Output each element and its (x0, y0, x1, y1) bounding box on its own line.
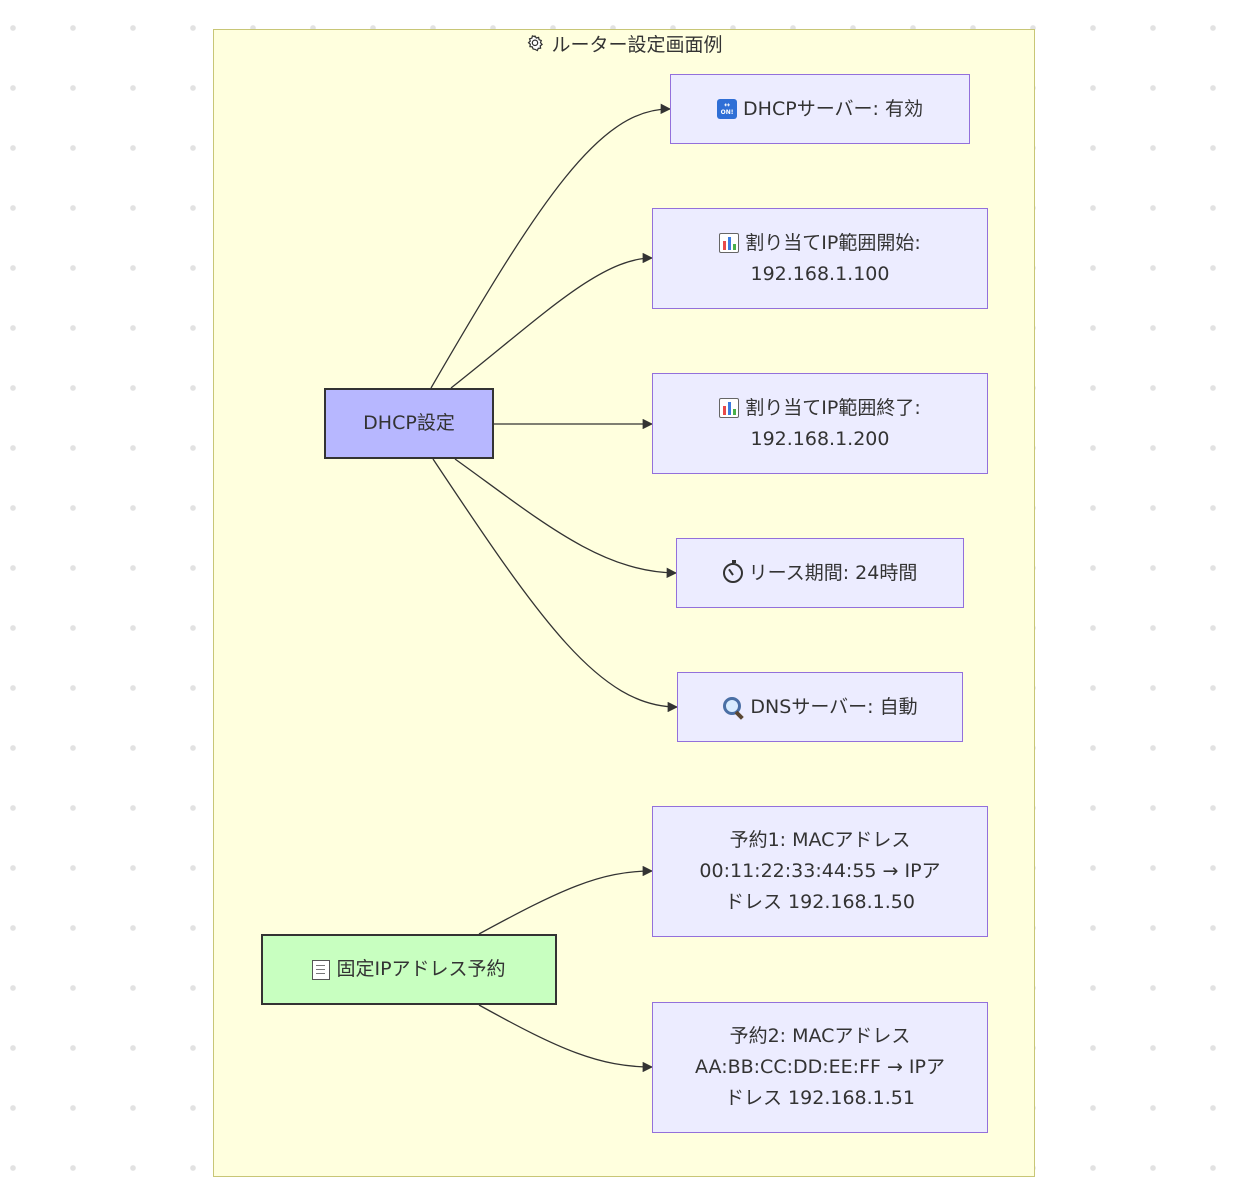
node-range-end-line2: 192.168.1.200 (750, 427, 890, 450)
memo-icon (312, 959, 331, 980)
node-range-start-line2: 192.168.1.100 (750, 262, 890, 285)
node-dhcp-server-label: DHCPサーバー: 有効 (743, 97, 923, 120)
node-dns-server-label: DNSサーバー: 自動 (750, 695, 918, 718)
stopwatch-icon (722, 560, 743, 583)
node-reservation-2-line1: 予約2: MACアドレス (729, 1025, 911, 1047)
node-dns-server[interactable]: DNSサーバー: 自動 (677, 672, 963, 742)
node-dhcp-server[interactable]: ↔ON!DHCPサーバー: 有効 (670, 74, 970, 144)
node-lease-time-label: リース期間: 24時間 (748, 561, 918, 584)
node-reservation-2[interactable]: 予約2: MACアドレス AA:BB:CC:DD:EE:FF → IPア ドレス… (652, 1002, 988, 1133)
node-reservation-1-line3: ドレス 192.168.1.50 (725, 891, 915, 913)
bar-chart-icon (719, 398, 740, 418)
gear-icon (525, 34, 545, 58)
node-reservation-1-line1: 予約1: MACアドレス (729, 829, 911, 851)
node-dhcp-settings[interactable]: DHCP設定 (324, 388, 494, 459)
node-reservation-2-line2: AA:BB:CC:DD:EE:FF → IPア (695, 1056, 945, 1078)
node-reservation-2-line3: ドレス 192.168.1.51 (725, 1087, 915, 1109)
bar-chart-icon (719, 233, 740, 253)
node-reservation-1[interactable]: 予約1: MACアドレス 00:11:22:33:44:55 → IPア ドレス… (652, 806, 988, 937)
node-reservation-1-line2: 00:11:22:33:44:55 → IPア (699, 860, 941, 882)
group-title-text: ルーター設定画面例 (551, 34, 723, 56)
group-title: ルーター設定画面例 (213, 31, 1035, 59)
node-fixed-ip-reservation[interactable]: 固定IPアドレス予約 (261, 934, 557, 1005)
node-lease-time[interactable]: リース期間: 24時間 (676, 538, 964, 608)
node-range-end-line1: 割り当てIP範囲終了: (745, 396, 921, 419)
on-button-icon: ↔ON! (717, 99, 738, 119)
node-range-end[interactable]: 割り当てIP範囲終了: 192.168.1.200 (652, 373, 988, 474)
node-range-start-line1: 割り当てIP範囲開始: (745, 231, 921, 254)
magnifier-icon (722, 696, 744, 718)
node-fixed-ip-label: 固定IPアドレス予約 (336, 958, 506, 980)
node-dhcp-settings-label: DHCP設定 (363, 412, 455, 434)
node-range-start[interactable]: 割り当てIP範囲開始: 192.168.1.100 (652, 208, 988, 309)
